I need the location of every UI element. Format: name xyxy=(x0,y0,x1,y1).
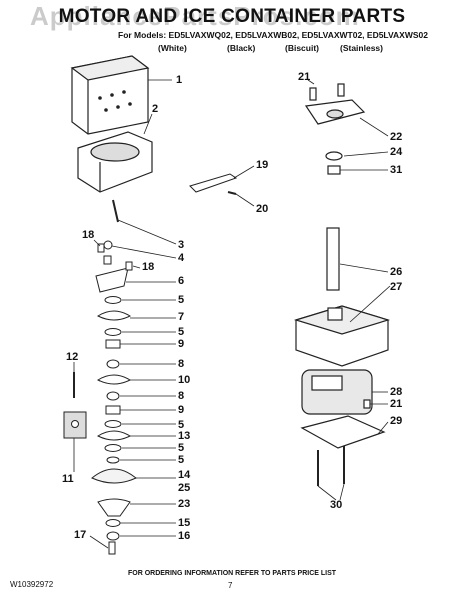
callout-1: 1 xyxy=(176,74,183,86)
callout-10: 10 xyxy=(178,374,191,386)
callout-18a: 18 xyxy=(82,229,95,241)
callout-16: 16 xyxy=(178,530,191,542)
callout-8b: 8 xyxy=(178,390,185,402)
callout-29: 29 xyxy=(390,415,403,427)
callout-30: 30 xyxy=(330,499,343,511)
callout-13: 13 xyxy=(178,430,191,442)
page-number: 7 xyxy=(228,581,233,590)
left-small-parts xyxy=(63,243,133,439)
variant-white: (White) xyxy=(158,43,187,53)
callout-27: 27 xyxy=(390,281,403,293)
callout-21a: 21 xyxy=(298,71,311,83)
callout-15: 15 xyxy=(178,517,191,529)
callout-5c: 5 xyxy=(178,419,185,431)
shaft-stack xyxy=(91,199,137,555)
callout-17: 17 xyxy=(74,529,87,541)
models-line: For Models: ED5LVAXWQ02, ED5LVAXWB02, ED… xyxy=(118,30,428,40)
callout-9b: 9 xyxy=(178,404,185,416)
variant-stainless: (Stainless) xyxy=(340,43,383,53)
callout-14: 14 xyxy=(178,469,191,481)
callout-19: 19 xyxy=(256,159,269,171)
doc-number: W10392972 xyxy=(10,580,54,589)
callout-8a: 8 xyxy=(178,358,185,370)
callout-5d: 5 xyxy=(178,442,185,454)
ordering-note: FOR ORDERING INFORMATION REFER TO PARTS … xyxy=(127,570,337,577)
variant-biscuit: (Biscuit) xyxy=(285,43,319,53)
callout-7: 7 xyxy=(178,311,185,323)
callout-5e: 5 xyxy=(178,454,185,466)
callout-5b: 5 xyxy=(178,326,185,338)
callout-24: 24 xyxy=(390,146,403,158)
callout-18b: 18 xyxy=(142,261,155,273)
callout-9a: 9 xyxy=(178,338,185,350)
motor-assembly xyxy=(293,83,391,486)
callout-6: 6 xyxy=(178,275,185,287)
callout-12: 12 xyxy=(66,351,79,363)
callout-26: 26 xyxy=(390,266,403,278)
callout-31: 31 xyxy=(390,164,403,176)
callout-3: 3 xyxy=(178,239,185,251)
callout-25: 25 xyxy=(178,482,191,494)
callout-20: 20 xyxy=(256,203,269,215)
callout-4: 4 xyxy=(178,252,185,264)
callout-2: 2 xyxy=(152,103,159,115)
variant-black: (Black) xyxy=(227,43,256,53)
callout-21b: 21 xyxy=(390,398,403,410)
callout-22: 22 xyxy=(390,131,403,143)
callout-28: 28 xyxy=(390,386,403,398)
page-title: MOTOR AND ICE CONTAINER PARTS xyxy=(58,6,406,27)
callout-23: 23 xyxy=(178,498,191,510)
ice-container xyxy=(70,55,150,135)
leader-lines xyxy=(73,79,391,549)
lever-parts xyxy=(189,173,238,195)
callout-11: 11 xyxy=(62,473,74,485)
auger-housing xyxy=(77,131,153,193)
callout-5a: 5 xyxy=(178,294,185,306)
